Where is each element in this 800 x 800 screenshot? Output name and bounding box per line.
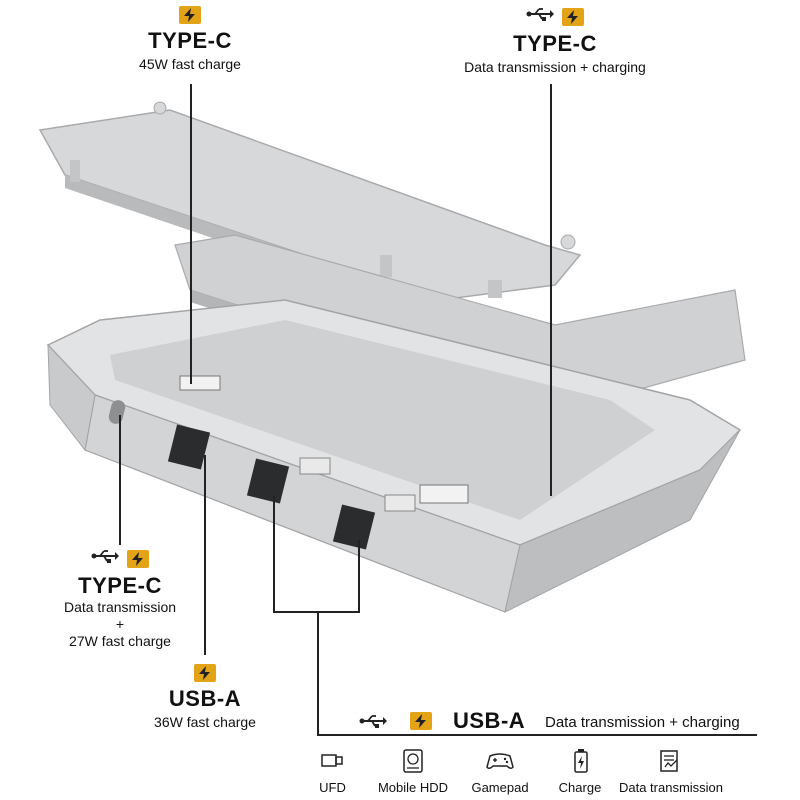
- callout-line-1: Data transmission: [63, 599, 177, 615]
- callout-bottom-right: USB-A Data transmission + charging: [358, 708, 778, 734]
- charge-bolt-icon: [410, 712, 432, 730]
- callout-top-right: TYPE-C Data transmission + charging: [440, 6, 670, 76]
- usb-icon: [526, 6, 554, 27]
- callout-top-left: TYPE-C 45W fast charge: [120, 6, 260, 73]
- device-label: Gamepad: [471, 780, 529, 795]
- hard-drive-icon: [401, 748, 425, 779]
- callout-left-low: USB-A 36W fast charge: [135, 664, 275, 731]
- device-label: UFD: [319, 780, 346, 795]
- callout-usb-a-bracket-left: [273, 496, 275, 612]
- callout-usb-a-base: [317, 734, 757, 736]
- callout-subtitle: 36W fast charge: [154, 714, 256, 731]
- callout-title: TYPE-C: [513, 31, 597, 56]
- charge-bolt-icon: [562, 7, 585, 26]
- device-label: Mobile HDD: [377, 780, 449, 795]
- callout-line-3: 27W fast charge: [69, 633, 171, 649]
- device-label: Data transmission: [618, 780, 724, 795]
- callout-subtitle: Data transmission + charging: [464, 59, 646, 75]
- base-tray: [46, 299, 742, 613]
- gamepad-icon: [485, 750, 515, 777]
- data-transfer-icon: [658, 748, 682, 779]
- callout-subtitle: Data transmission + charging: [545, 714, 740, 731]
- charge-bolt-icon: [194, 664, 216, 682]
- callout-line-left-low: [204, 455, 206, 655]
- flash-drive-icon: [320, 750, 344, 775]
- device-row: UFD Mobile HDD Gamepad Charge Data trans…: [300, 748, 800, 798]
- callout-line-top-left: [190, 84, 192, 384]
- callout-subtitle: 45W fast charge: [139, 56, 241, 73]
- callout-line-top-right: [550, 84, 552, 496]
- callout-title: TYPE-C: [78, 573, 162, 598]
- usb-icon: [91, 548, 119, 569]
- callout-usb-a-stem: [317, 611, 319, 735]
- callout-title: TYPE-C: [148, 28, 232, 54]
- callout-usb-a-bracket-bottom: [273, 611, 360, 613]
- usb-icon: [358, 713, 388, 734]
- charge-bolt-icon: [127, 549, 150, 568]
- callout-title: USB-A: [453, 708, 526, 733]
- device-label: Charge: [558, 780, 602, 795]
- callout-title: USB-A: [168, 686, 242, 712]
- callout-left-mid: TYPE-C Data transmission + 27W fast char…: [40, 548, 200, 650]
- battery-charge-icon: [572, 748, 590, 779]
- callout-usb-a-bracket-right: [358, 540, 360, 612]
- callout-line-left-mid: [119, 415, 121, 545]
- callout-line-2: +: [115, 616, 125, 632]
- charge-bolt-icon: [179, 6, 201, 24]
